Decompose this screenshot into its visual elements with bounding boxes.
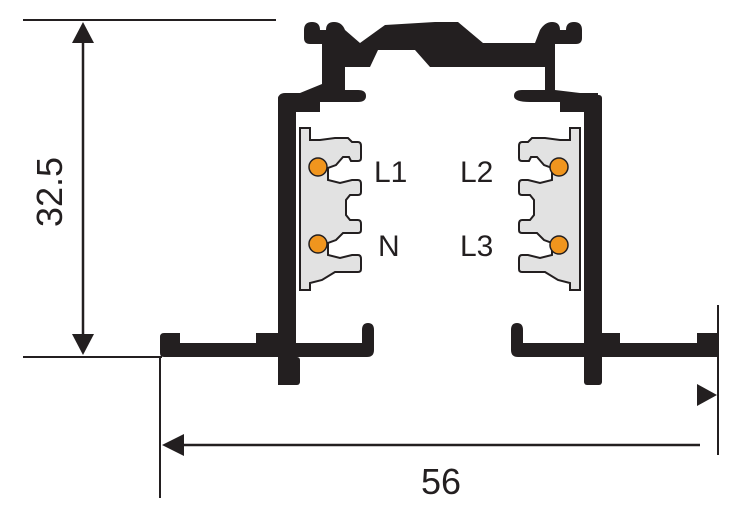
- profile-right-flange: [584, 333, 718, 357]
- profile-left-inner-wall: [296, 102, 320, 112]
- width-value: 56: [421, 461, 461, 502]
- profile-right-inner-wall: [560, 102, 584, 112]
- height-value: 32.5: [29, 157, 70, 227]
- right-insulator-slot-top: [574, 114, 581, 126]
- profile-left-lip: [296, 323, 374, 357]
- profile-left-flange: [160, 333, 296, 385]
- profile-right-wall: [584, 95, 602, 385]
- profile-left-foot: [278, 357, 300, 385]
- label-l3: L3: [460, 230, 493, 263]
- right-insulator-slot-bottom: [574, 290, 581, 302]
- conductor-l2-icon: [549, 157, 569, 177]
- width-dimension: 56: [159, 305, 719, 502]
- conductor-l3-icon: [549, 235, 569, 255]
- arrow-up-icon: [72, 22, 94, 43]
- height-dimension: 32.5: [23, 19, 276, 358]
- label-l2: L2: [460, 156, 493, 189]
- arrow-left-icon: [162, 434, 184, 456]
- right-insulator: [518, 114, 581, 302]
- arrow-right-icon: [697, 384, 717, 406]
- conductor-labels: L1 N L2 L3: [374, 156, 493, 263]
- left-insulator: [298, 114, 362, 302]
- profile-right-lip: [511, 323, 584, 357]
- track-profile: [160, 22, 718, 385]
- label-n: N: [378, 230, 400, 263]
- label-l1: L1: [374, 156, 407, 189]
- left-insulator-slot-bottom: [298, 290, 305, 302]
- conductor-n-icon: [308, 234, 328, 254]
- right-insulator-body: [518, 127, 581, 291]
- left-insulator-body: [299, 127, 362, 291]
- arrow-down-icon: [72, 334, 94, 355]
- profile-left-wall: [278, 95, 296, 385]
- conductor-l1-icon: [308, 157, 328, 177]
- left-insulator-slot-top: [298, 114, 305, 126]
